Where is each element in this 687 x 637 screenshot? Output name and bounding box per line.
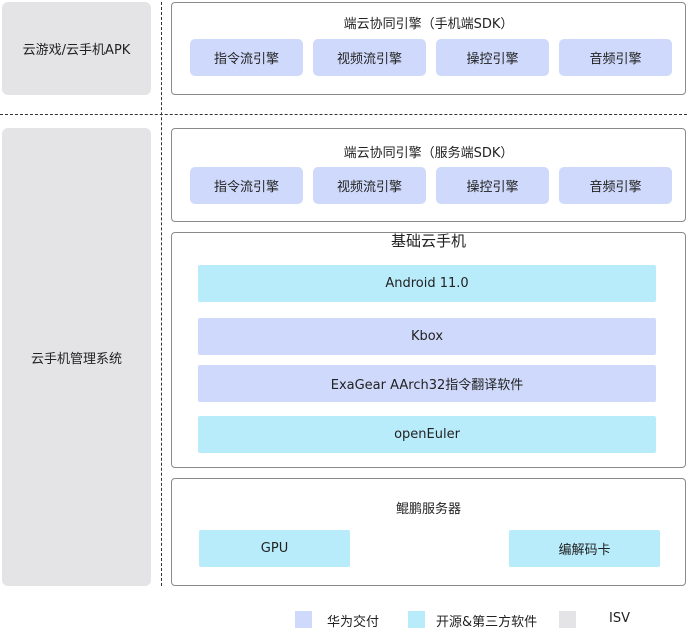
management-system-block: 云手机管理系统 — [2, 128, 151, 586]
legend-swatch-huawei — [295, 611, 312, 628]
layer-android: Android 11.0 — [198, 265, 656, 302]
management-system-label: 云手机管理系统 — [30, 351, 122, 367]
legend-label-opensource: 开源&第三方软件 — [436, 615, 538, 630]
vertical-divider — [161, 2, 162, 586]
legend-label-huawei: 华为交付 — [327, 615, 380, 630]
codec-card-box: 编解码卡 — [509, 530, 660, 567]
server-sdk-title: 端云协同引擎（服务端SDK） — [343, 146, 514, 161]
kunpeng-title: 鲲鹏服务器 — [395, 502, 461, 517]
layer-exagear: ExaGear AArch32指令翻译软件 — [198, 365, 656, 402]
phone-engine-audio: 音频引擎 — [559, 39, 672, 76]
legend-swatch-isv — [559, 611, 576, 628]
server-engine-instruction: 指令流引擎 — [190, 167, 303, 204]
gpu-box: GPU — [199, 530, 350, 567]
legend-label-isv: ISV — [609, 611, 630, 626]
base-phone-frame: 基础云手机 Android 11.0 Kbox ExaGear AArch32指… — [171, 232, 686, 468]
apk-block: 云游戏/云手机APK — [2, 2, 151, 95]
phone-sdk-frame: 端云协同引擎（手机端SDK） 指令流引擎 视频流引擎 操控引擎 音频引擎 — [171, 2, 686, 95]
server-engine-audio: 音频引擎 — [559, 167, 672, 204]
apk-label: 云游戏/云手机APK — [22, 43, 131, 58]
horizontal-divider — [0, 114, 687, 115]
layer-kbox: Kbox — [198, 318, 656, 355]
phone-engine-control: 操控引擎 — [436, 39, 549, 76]
legend-swatch-opensource — [408, 611, 425, 628]
server-engine-control: 操控引擎 — [436, 167, 549, 204]
base-phone-title: 基础云手机 — [390, 232, 466, 250]
phone-engine-instruction: 指令流引擎 — [190, 39, 303, 76]
layer-openeuler: openEuler — [198, 416, 656, 453]
kunpeng-frame: 鲲鹏服务器 GPU 编解码卡 — [171, 478, 686, 586]
phone-engine-video: 视频流引擎 — [313, 39, 426, 76]
server-engine-video: 视频流引擎 — [313, 167, 426, 204]
phone-sdk-title: 端云协同引擎（手机端SDK） — [343, 17, 514, 32]
server-sdk-frame: 端云协同引擎（服务端SDK） 指令流引擎 视频流引擎 操控引擎 音频引擎 — [171, 128, 686, 222]
